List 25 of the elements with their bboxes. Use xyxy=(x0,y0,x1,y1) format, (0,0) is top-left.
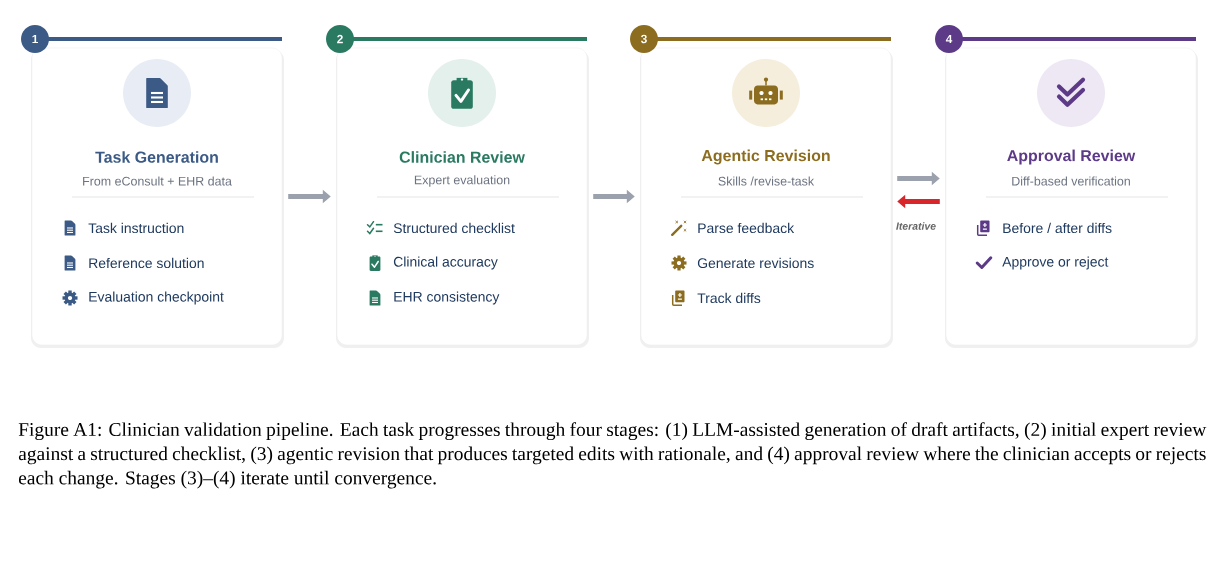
edge-label: Iterative xyxy=(894,221,938,231)
list-item: Approve or reject xyxy=(1002,256,1109,270)
list-item: Reference solution xyxy=(89,257,204,269)
stage-subtitle: Diff-based verification xyxy=(1012,176,1130,186)
stage-subtitle: Skills /revise-task xyxy=(718,176,815,186)
list-item: Track diffs xyxy=(697,292,761,304)
caption: Figure A1: Clinician validation pipeline. Each task progresses through four stages: (1) LLM-assisted generation of draft artifacts, (2) initial expert review against a structured checklist, (3) agentic revision that produces targeted edits with rationale, and (4) approval review where the clinician accepts or rejects each change. Stages (3)–(4) iterate until convergence. xyxy=(18,422,1207,489)
list-item: Parse feedback xyxy=(698,222,795,234)
stage-title: Clinician Review xyxy=(399,151,525,163)
step-badge: 4 xyxy=(935,25,963,53)
list-item: Generate revisions xyxy=(697,257,814,269)
list-item: Task instruction xyxy=(88,222,184,234)
list-item: EHR consistency xyxy=(394,291,500,305)
list-item: Evaluation checkpoint xyxy=(89,291,224,305)
stage-title: Approval Review xyxy=(1007,149,1136,165)
stage-title: Agentic Revision xyxy=(701,149,830,165)
list-item: Before / after diffs xyxy=(1003,222,1112,234)
step-badge: 3 xyxy=(630,25,658,53)
list-item: Clinical accuracy xyxy=(393,256,498,270)
list-item: Structured checklist xyxy=(393,222,515,234)
stage-subtitle: From eConsult + EHR data xyxy=(83,176,232,186)
stage-title: Task Generation xyxy=(95,151,218,163)
stage-subtitle: Expert evaluation xyxy=(414,175,510,187)
step-badge: 2 xyxy=(326,25,354,53)
step-badge: 1 xyxy=(21,25,49,53)
